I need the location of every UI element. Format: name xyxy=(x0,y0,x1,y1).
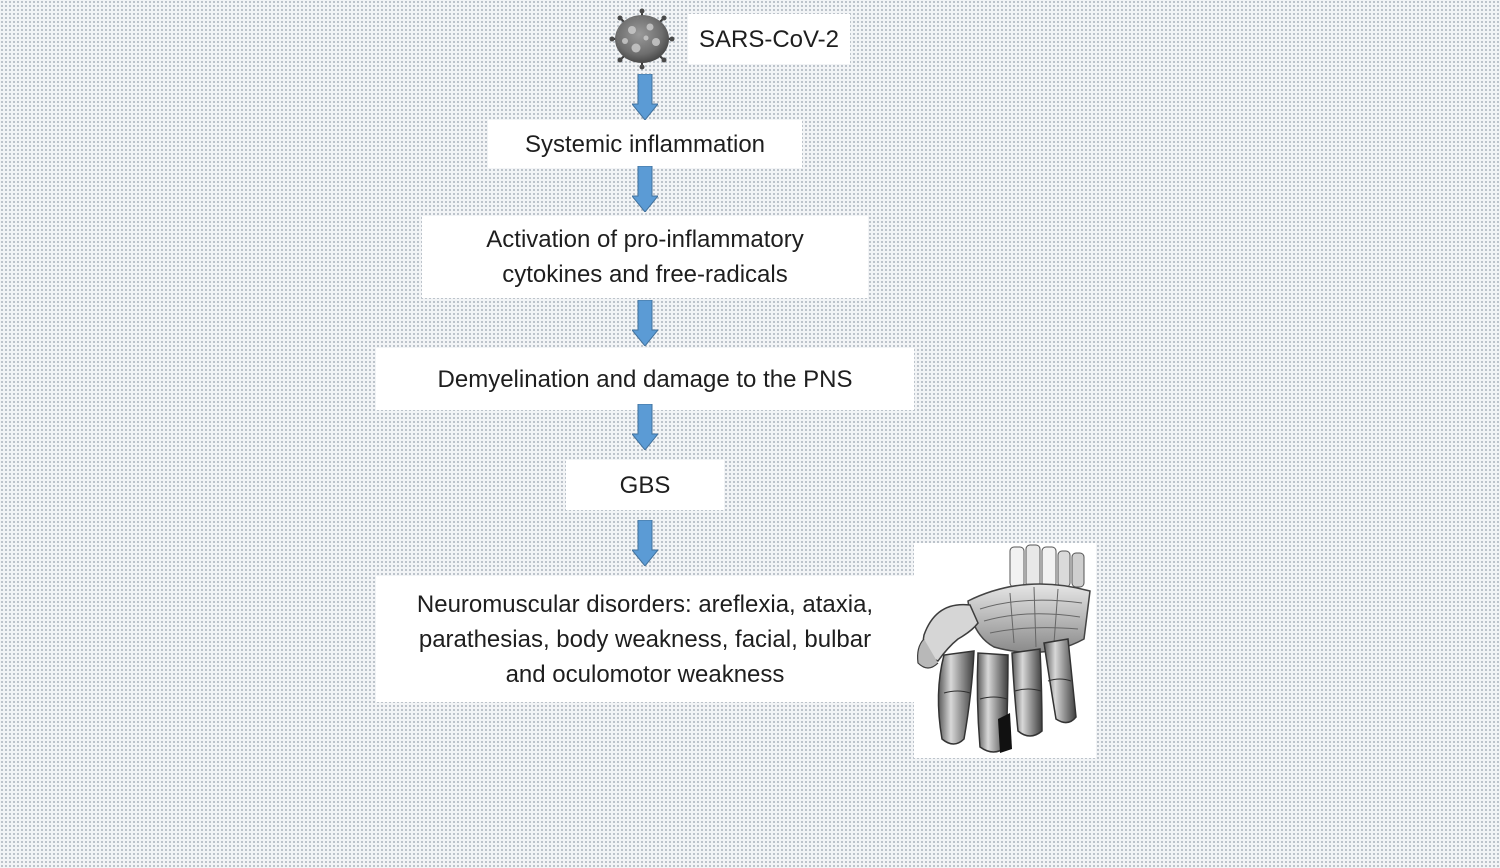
arrow-down-5 xyxy=(632,520,658,566)
node-sars-cov-2-label: SARS-CoV-2 xyxy=(698,25,840,53)
node-neuromuscular-disorders-label: Neuromuscular disorders: areflexia, atax… xyxy=(416,590,874,688)
node-demyelination-label: Demyelination and damage to the PNS xyxy=(437,365,853,393)
arrow-down-2 xyxy=(632,166,658,212)
node-sars-cov-2: SARS-CoV-2 xyxy=(688,14,850,64)
node-gbs-label: GBS xyxy=(619,471,671,499)
node-demyelination: Demyelination and damage to the PNS xyxy=(376,348,914,410)
arrow-down-1 xyxy=(632,74,658,120)
node-gbs: GBS xyxy=(566,460,724,510)
virus-icon xyxy=(606,8,678,70)
node-neuromuscular-disorders: Neuromuscular disorders: areflexia, atax… xyxy=(376,576,914,702)
arrow-down-4 xyxy=(632,404,658,450)
node-cytokine-activation: Activation of pro-inflammatory cytokines… xyxy=(422,216,868,298)
node-systemic-inflammation-label: Systemic inflammation xyxy=(524,130,766,158)
hand-anatomy-illustration xyxy=(914,543,1096,758)
node-systemic-inflammation: Systemic inflammation xyxy=(488,120,802,168)
arrow-down-3 xyxy=(632,300,658,346)
node-cytokine-activation-label: Activation of pro-inflammatory cytokines… xyxy=(486,226,804,288)
